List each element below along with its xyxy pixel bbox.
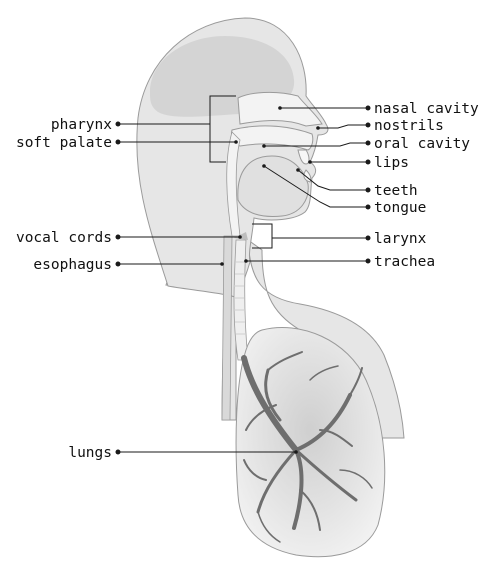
label-oral-cavity: oral cavity — [374, 136, 470, 152]
label-nasal-cavity: nasal cavity — [374, 101, 479, 117]
label-soft-palate: soft palate — [16, 135, 112, 151]
label-trachea: trachea — [374, 254, 435, 270]
label-nostrils: nostrils — [374, 118, 444, 134]
label-lips: lips — [374, 155, 409, 171]
label-larynx: larynx — [374, 231, 427, 247]
label-vocal-cords: vocal cords — [16, 230, 112, 246]
label-lungs: lungs — [68, 445, 112, 461]
label-esophagus: esophagus — [33, 257, 112, 273]
label-pharynx: pharynx — [51, 117, 112, 133]
label-tongue: tongue — [374, 200, 426, 216]
label-teeth: teeth — [374, 183, 418, 199]
